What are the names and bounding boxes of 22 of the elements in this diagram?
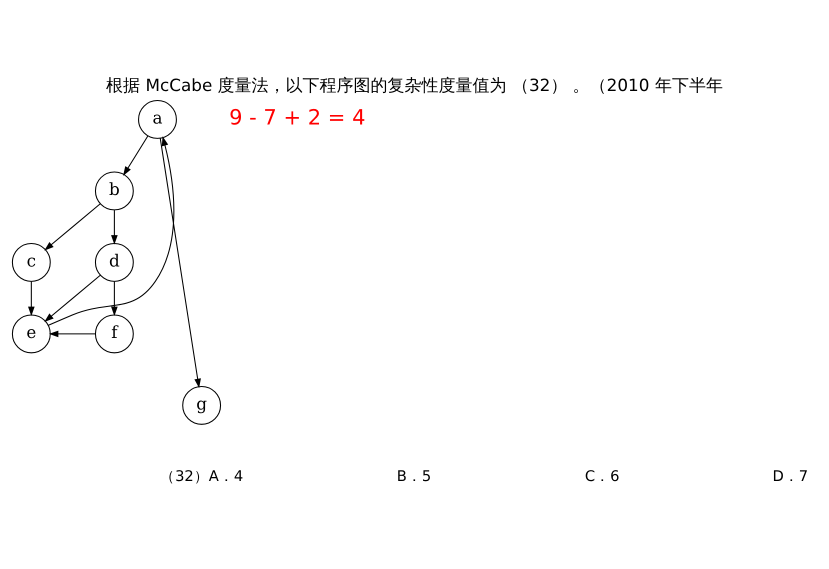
arrow xyxy=(28,282,35,316)
diagram-title: 根据 McCabe 度量法，以下程序图的复杂性度量值为 （32） 。（2010 年下半年 xyxy=(106,74,723,95)
node-circle: c xyxy=(12,242,51,282)
node-circle: b xyxy=(94,172,134,210)
arrow xyxy=(160,138,201,388)
label: D．7 xyxy=(772,468,808,485)
node-circle: f xyxy=(94,314,134,354)
arrow xyxy=(44,203,101,251)
arrow xyxy=(48,136,174,326)
node-circle: e xyxy=(12,314,51,354)
label: C．6 xyxy=(584,468,620,485)
arrow xyxy=(44,274,101,322)
node-circle: a xyxy=(138,100,177,139)
node-circle: g xyxy=(182,386,222,425)
arrow xyxy=(123,136,148,176)
arrow xyxy=(48,330,96,338)
label: （32）A．4 xyxy=(160,468,244,485)
label: B．5 xyxy=(396,468,432,485)
arrow xyxy=(111,282,118,316)
node-circle: d xyxy=(94,242,134,282)
arrow xyxy=(111,210,118,245)
label: 9 - 7 + 2 = 4 xyxy=(229,104,366,130)
